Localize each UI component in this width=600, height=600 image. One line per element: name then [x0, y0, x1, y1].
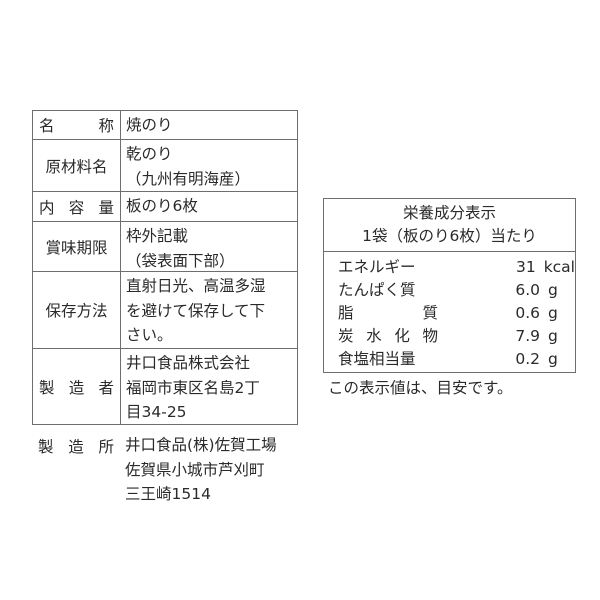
nutrient-char: 食塩相当量 — [338, 350, 416, 368]
label-char: 保存方法 — [45, 302, 108, 320]
row-label: 内 容 量 — [33, 192, 121, 221]
row-label: 賞味期限 — [33, 222, 121, 271]
row-value: 直射日光、高温多湿 を避けて保存して下 さい。 — [121, 272, 297, 348]
label-char: 名 — [39, 117, 55, 135]
nutrition-header: 栄養成分表示 1袋（板のり6枚）当たり — [324, 199, 575, 252]
nutrient-char: 脂 — [338, 304, 354, 322]
row-manufacturer: 製 造 者 井口食品株式会社 福岡市東区名島2丁 目34-25 — [33, 348, 297, 424]
row-label: 名 称 — [33, 111, 121, 139]
nutrition-row-salt: 食塩相当量 0.2 g — [338, 348, 575, 371]
label-char: 内 — [39, 198, 55, 217]
value-line: さい。 — [126, 326, 173, 344]
nutrient-char: 炭 — [338, 327, 354, 345]
nutrient-char: 水 — [366, 327, 382, 345]
value-line: 井口食品(株)佐賀工場 — [125, 436, 277, 454]
row-label: 原材料名 — [33, 140, 121, 191]
value-line: を避けて保存して下 — [126, 301, 266, 320]
value-line: 井口食品株式会社 — [126, 354, 251, 372]
row-value: 枠外記載 （袋表面下部） — [121, 222, 297, 271]
nutrient-char: たんぱく質 — [338, 281, 416, 299]
value-line: （袋表面下部） — [126, 251, 235, 270]
nutrition-note: この表示値は、目安です。 — [328, 379, 513, 397]
row-value: 乾のり （九州有明海産） — [121, 140, 297, 191]
value-line: 佐賀県小城市芦刈町 — [125, 460, 265, 479]
label-char: 所 — [98, 437, 114, 456]
nutrient-name: たんぱく質 — [338, 279, 438, 302]
nutrient-name: 脂 質 — [338, 302, 438, 325]
nutrition-row-fat: 脂 質 0.6 g — [338, 302, 575, 325]
nutrition-serving: 1袋（板のり6枚）当たり — [362, 227, 537, 245]
value-line: 板のり6枚 — [126, 197, 198, 215]
nutrient-amount: 31 — [515, 258, 536, 276]
manufacturing-site-label: 製 造 所 — [32, 433, 120, 458]
nutrient-amount: 6.0 — [515, 281, 540, 299]
label-char: 容 — [68, 198, 85, 217]
row-value: 板のり6枚 — [121, 192, 297, 221]
value-line: 目34-25 — [126, 403, 187, 421]
label-char: 製 — [39, 378, 55, 397]
label-char: 者 — [98, 378, 114, 397]
manufacturing-site: 製 造 所 井口食品(株)佐賀工場 佐賀県小城市芦刈町 三王崎1514 — [32, 433, 298, 510]
nutrient-amount: 7.9 — [515, 327, 540, 345]
nutrition-list: エネルギー 31 kcal たんぱく質 6.0 g 脂 質 0.6 g 炭 水 … — [324, 252, 575, 371]
value-line: 直射日光、高温多湿 — [126, 277, 266, 295]
nutrient-name: 食塩相当量 — [338, 348, 438, 371]
row-storage: 保存方法 直射日光、高温多湿 を避けて保存して下 さい。 — [33, 271, 297, 348]
nutrient-unit: g — [548, 350, 558, 368]
label-char: 賞味期限 — [45, 238, 108, 257]
nutrient-amount: 0.2 — [515, 350, 540, 368]
nutrient-amount: 0.6 — [515, 304, 540, 322]
nutrient-char: 化 — [394, 327, 410, 345]
label-char: 造 — [68, 378, 85, 397]
value-line: （九州有明海産） — [126, 169, 251, 188]
value-line: 枠外記載 — [126, 227, 189, 245]
row-ingredients: 原材料名 乾のり （九州有明海産） — [33, 139, 297, 191]
row-value: 井口食品株式会社 福岡市東区名島2丁 目34-25 — [121, 349, 297, 424]
nutrient-char: 質 — [422, 304, 438, 322]
nutrient-char: 物 — [422, 327, 438, 345]
nutrition-facts-box: 栄養成分表示 1袋（板のり6枚）当たり エネルギー 31 kcal たんぱく質 … — [323, 198, 576, 373]
value-line: 乾のり — [126, 145, 173, 163]
manufacturing-site-value: 井口食品(株)佐賀工場 佐賀県小城市芦刈町 三王崎1514 — [120, 433, 298, 510]
nutrition-row-protein: たんぱく質 6.0 g — [338, 279, 575, 302]
row-label: 保存方法 — [33, 272, 121, 348]
value-line: 福岡市東区名島2丁 — [126, 378, 260, 397]
nutrition-row-carbohydrate: 炭 水 化 物 7.9 g — [338, 325, 575, 348]
row-label: 製 造 者 — [33, 349, 121, 424]
row-value: 焼のり — [121, 111, 297, 139]
value-line: 焼のり — [126, 116, 173, 134]
nutrient-char: エネルギー — [338, 258, 416, 276]
row-name: 名 称 焼のり — [33, 111, 297, 139]
row-best-before: 賞味期限 枠外記載 （袋表面下部） — [33, 221, 297, 271]
nutrient-unit: g — [548, 327, 558, 345]
label-char: 造 — [68, 437, 84, 456]
nutrition-row-energy: エネルギー 31 kcal — [338, 256, 575, 279]
label-char: 原材料名 — [45, 157, 108, 176]
nutrition-title: 栄養成分表示 — [402, 204, 496, 222]
product-label-table: 名 称 焼のり 原材料名 乾のり （九州有明海産） 内 容 量 板のり6枚 賞味… — [32, 110, 298, 425]
nutrient-unit: g — [548, 281, 558, 299]
row-contents: 内 容 量 板のり6枚 — [33, 191, 297, 221]
label-char: 製 — [38, 437, 54, 456]
nutrient-unit: kcal — [543, 258, 575, 276]
nutrient-unit: g — [548, 304, 558, 322]
nutrient-name: エネルギー — [338, 256, 435, 279]
label-char: 量 — [98, 198, 114, 217]
nutrient-name: 炭 水 化 物 — [338, 325, 438, 348]
value-line: 三王崎1514 — [125, 485, 211, 503]
label-char: 称 — [98, 117, 114, 135]
